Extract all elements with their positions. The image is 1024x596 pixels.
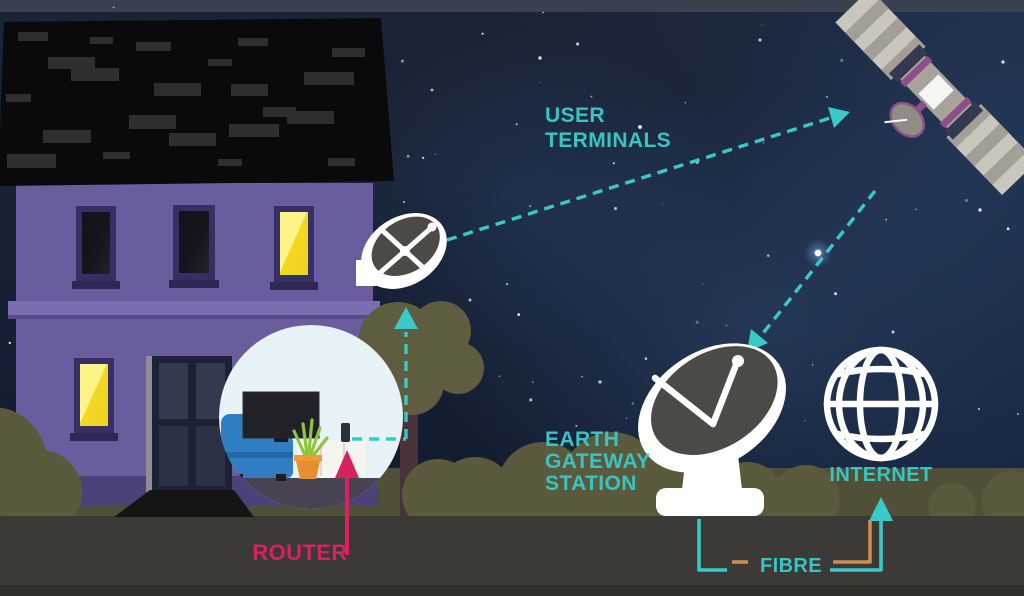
satellite-icon xyxy=(835,0,1024,195)
earth-gateway-label-line1: EARTH xyxy=(545,428,619,451)
house-illustration xyxy=(0,18,394,506)
window-lit-upper xyxy=(270,206,318,290)
signal-path-dish-to-satellite xyxy=(446,107,850,242)
roof xyxy=(0,18,394,186)
window-dark-2 xyxy=(169,205,219,288)
signal-path-router-to-dish xyxy=(352,307,418,441)
labels: USER TERMINALS EARTH GATEWAY STATION INT… xyxy=(252,104,932,577)
bright-stars xyxy=(430,38,1005,384)
window-lit-lower xyxy=(70,358,118,441)
living-room-cutaway xyxy=(219,325,403,509)
user-terminals-label-line1: USER xyxy=(545,104,605,127)
window-dark-1 xyxy=(72,206,120,289)
earth-gateway-label-line3: STATION xyxy=(545,472,637,495)
user-terminals-label-line2: TERMINALS xyxy=(545,129,671,152)
bottom-strip xyxy=(0,585,1024,596)
road-ground xyxy=(0,516,1024,596)
internet-label: INTERNET xyxy=(829,464,932,486)
house-floor-band xyxy=(8,301,380,317)
earth-gateway-label-line2: GATEWAY xyxy=(545,450,650,473)
roof-shingles xyxy=(6,32,365,168)
potted-plant xyxy=(292,418,329,479)
gateway-dish-icon xyxy=(638,343,786,516)
satellite-dish-icon xyxy=(356,213,447,289)
fibre-link xyxy=(697,497,893,572)
router-device-icon xyxy=(341,423,350,442)
fibre-label: FIBRE xyxy=(760,555,822,577)
front-door xyxy=(146,356,232,492)
router-pointer xyxy=(335,450,359,555)
top-letterbox-strip xyxy=(0,0,1024,12)
doorstep-shadow xyxy=(114,490,254,517)
router-label: ROUTER xyxy=(252,540,347,565)
globe-icon xyxy=(823,346,939,462)
tv xyxy=(242,391,320,442)
house-band-shadow xyxy=(8,315,380,319)
fibre-arrow-to-internet xyxy=(869,497,893,521)
